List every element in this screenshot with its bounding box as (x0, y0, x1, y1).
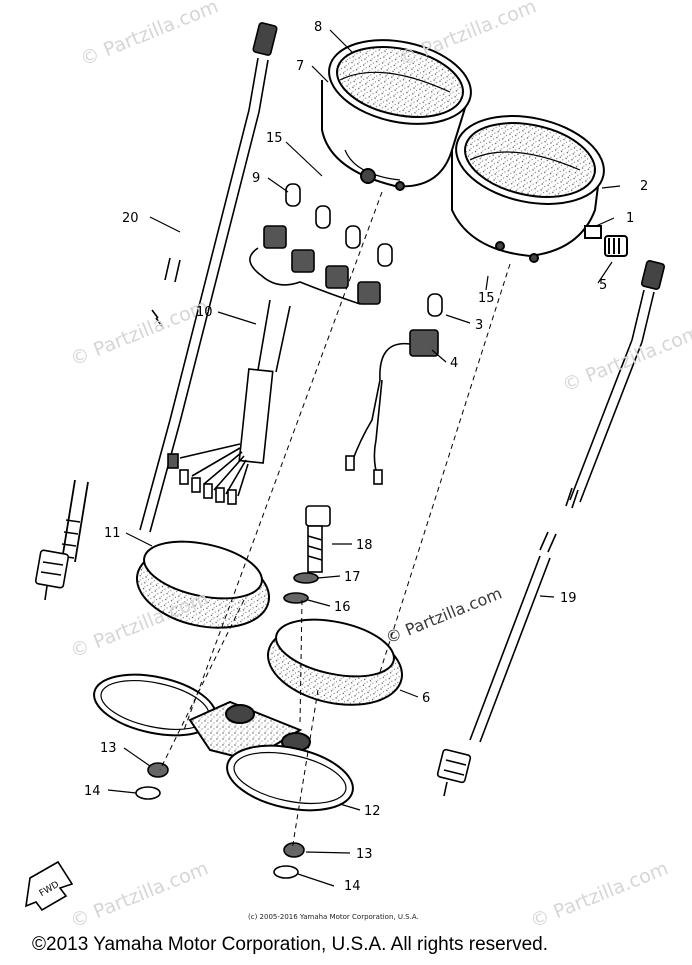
callout-20: 20 (122, 211, 139, 226)
callout-3: 3 (475, 318, 483, 333)
meter-case-11 (135, 540, 271, 629)
fwd-label: FWD (38, 880, 61, 899)
callout-13-right: 13 (356, 847, 373, 862)
bulbs-and-harness (167, 183, 393, 505)
callout-18: 18 (356, 538, 373, 553)
right-cable-19 (436, 260, 666, 797)
callout-1: 1 (626, 211, 634, 226)
assembly-lines (159, 191, 511, 851)
callout-7: 7 (296, 59, 304, 74)
leader-lines (107, 29, 621, 887)
tachometer-1-2 (451, 115, 628, 263)
callout-11: 11 (104, 526, 121, 541)
grommets-13-14 (135, 762, 305, 879)
callout-15-top: 15 (266, 131, 283, 146)
callout-2: 2 (640, 179, 648, 194)
callout-8: 8 (314, 20, 322, 35)
left-cable-20 (34, 22, 278, 601)
callout-4: 4 (450, 356, 458, 371)
callout-10: 10 (196, 305, 213, 320)
speedometer-7-8 (321, 39, 472, 191)
callout-13-left: 13 (100, 741, 117, 756)
callout-5: 5 (599, 278, 607, 293)
callout-15-right: 15 (478, 291, 495, 306)
indicator-socket-3-4 (345, 293, 443, 485)
callout-6: 6 (422, 691, 430, 706)
small-copyright: (c) 2005-2016 Yamaha Motor Corporation, … (248, 913, 419, 921)
callout-14-left: 14 (84, 784, 101, 799)
callout-16: 16 (334, 600, 351, 615)
callout-12: 12 (364, 804, 381, 819)
fwd-arrow-icon (25, 860, 74, 912)
bracket-12 (93, 673, 354, 812)
footer-copyright: ©2013 Yamaha Motor Corporation, U.S.A. A… (32, 934, 548, 955)
callout-9: 9 (252, 171, 260, 186)
callout-19: 19 (560, 591, 577, 606)
callout-17: 17 (344, 570, 361, 585)
callout-14-right: 14 (344, 879, 361, 894)
